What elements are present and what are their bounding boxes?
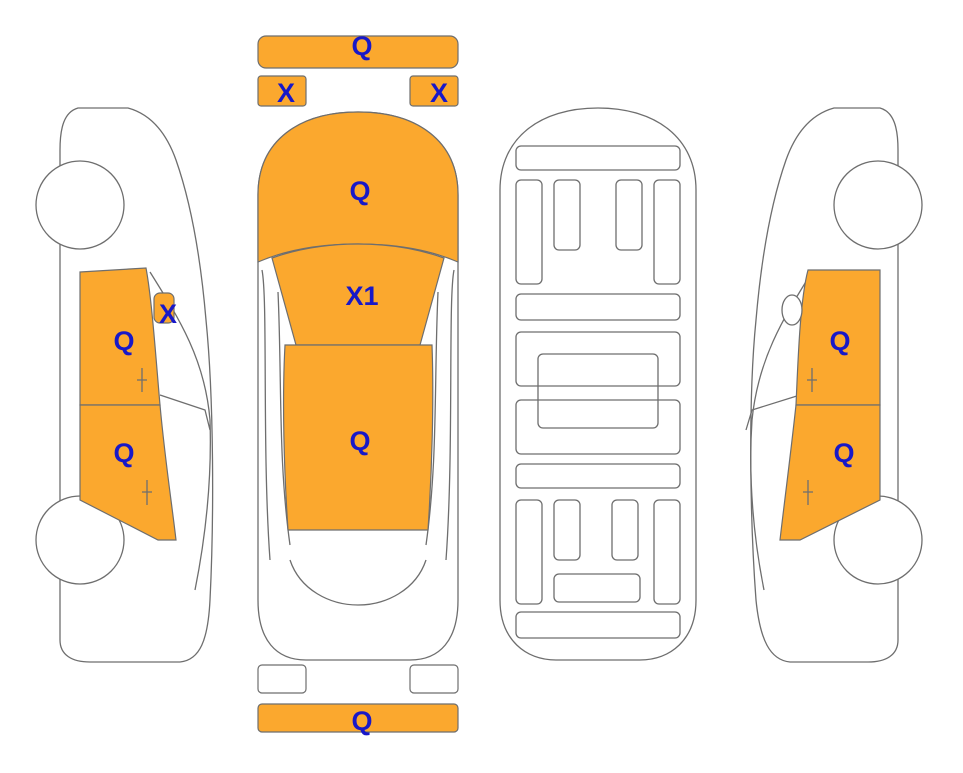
roof[interactable] [282,344,434,531]
hood-mark: Q [349,176,370,206]
left-rear-door-handle-icon [142,480,152,505]
front-bumper-mark: Q [351,31,372,61]
right-front-door-mark: Q [829,326,850,356]
headlight-left[interactable] [257,75,307,107]
front-bumper[interactable] [257,35,459,69]
roof-mark: Q [349,426,370,456]
right-rear-door[interactable] [779,404,881,541]
taillight-right[interactable] [409,664,459,694]
underbody-outline [499,107,697,661]
left-front-door-handle-icon [137,368,147,392]
underbody-view [499,107,697,661]
left-front-wheel [35,160,125,250]
windshield-mark: X1 [345,281,378,311]
rear-bumper-mark: Q [351,706,372,736]
left-mirror[interactable] [153,292,175,324]
right-sill-line [745,394,801,431]
left-window-line [149,271,211,591]
headlight-left-mark: X [277,78,295,108]
top-side-lines [261,269,455,561]
right-front-wheel [833,160,923,250]
top-view: Q X X Q X1 Q Q [257,31,459,736]
rear-bumper[interactable] [257,703,459,733]
headlight-right-mark: X [430,78,448,108]
left-mirror-mark: X [159,299,177,329]
top-rear-window [289,559,427,606]
right-front-door-handle-icon [807,368,817,392]
headlight-right[interactable] [409,75,459,107]
right-rear-door-handle-icon [803,480,813,505]
windshield[interactable] [271,243,445,346]
left-sill-line [159,394,211,431]
right-side-view: Q Q [745,107,923,663]
taillight-left[interactable] [257,664,307,694]
left-rear-door-mark: Q [113,438,134,468]
left-front-door-mark: Q [113,326,134,356]
left-side-view: Q Q X [35,107,214,663]
left-rear-door[interactable] [79,404,177,541]
right-rear-door-mark: Q [833,438,854,468]
underbody-panels [515,145,681,639]
right-mirror [781,294,803,326]
